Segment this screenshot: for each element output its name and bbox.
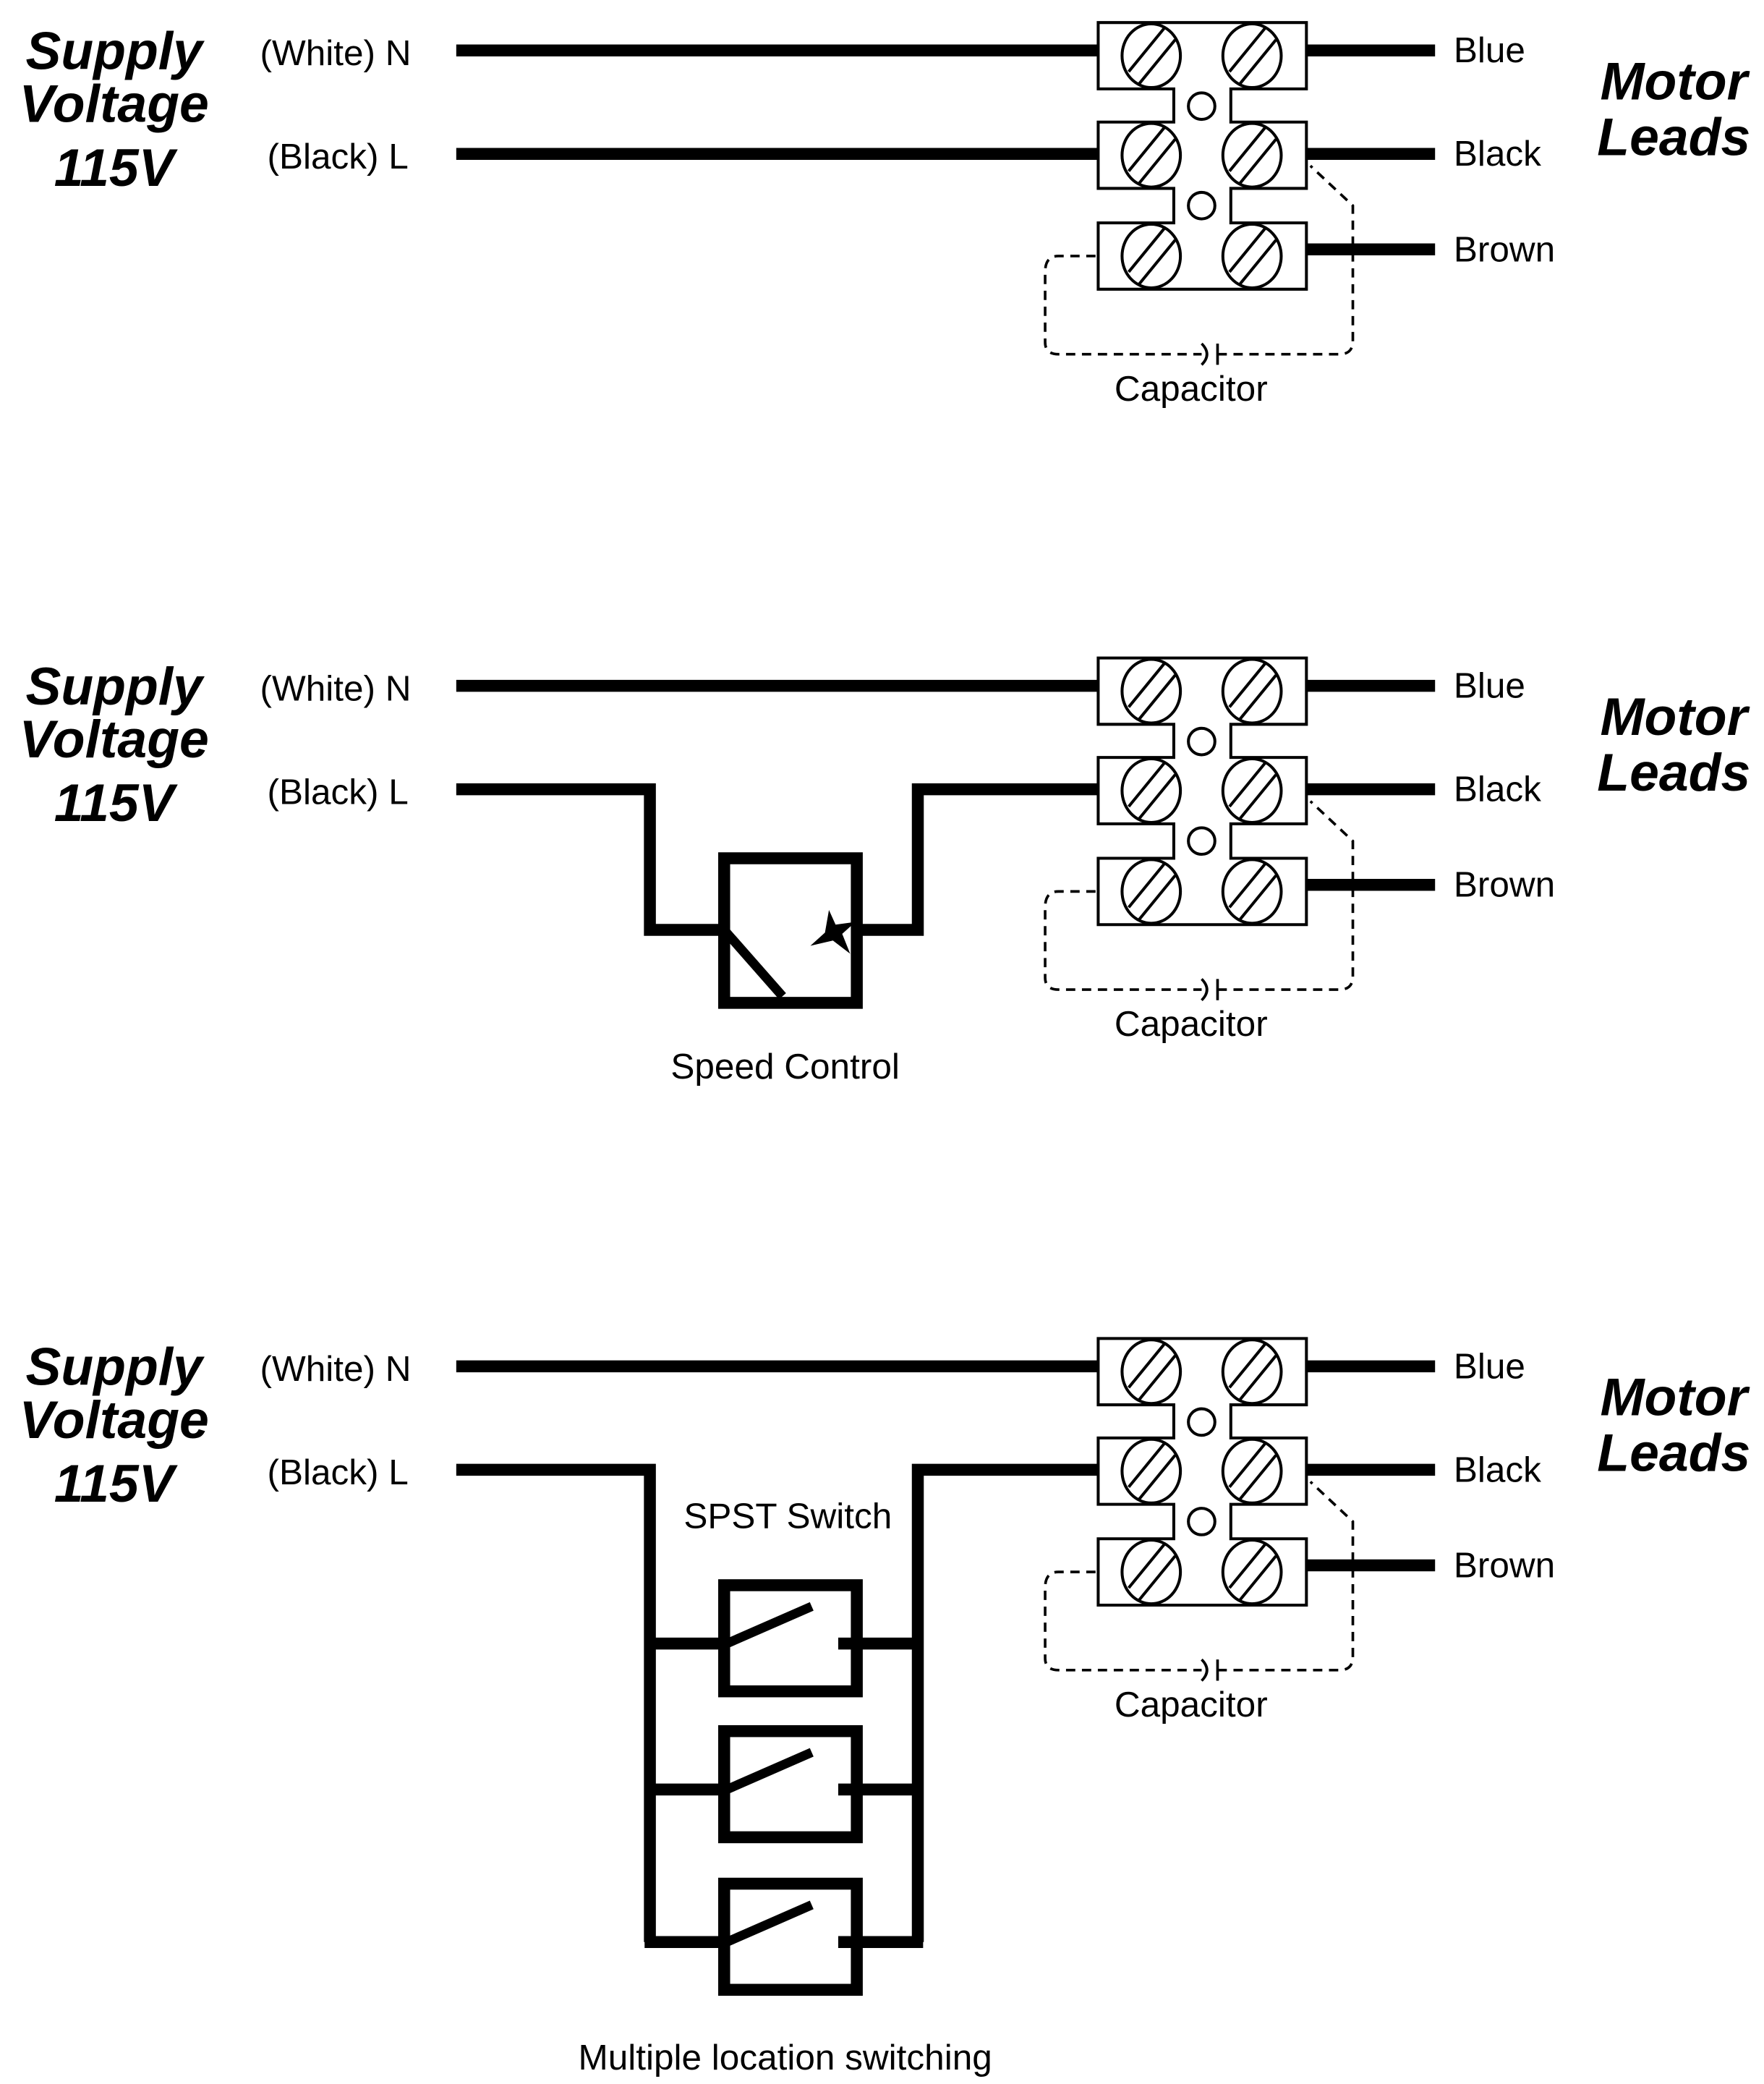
capacitor-label: Capacitor bbox=[1115, 1685, 1268, 1724]
switch-blade bbox=[725, 1602, 814, 1649]
speed-control bbox=[718, 852, 863, 1009]
capacitor-lead-left bbox=[1044, 255, 1202, 356]
motor-lead-label: Black bbox=[1454, 770, 1541, 809]
capacitor-lead-right bbox=[1217, 164, 1355, 356]
motor-title-line: Leads bbox=[1597, 743, 1750, 802]
supply-title-line: Supply bbox=[25, 1337, 205, 1397]
terminal-screw-icon bbox=[1221, 22, 1283, 90]
line-wire-out bbox=[911, 1463, 1099, 1942]
capacitor bbox=[1044, 164, 1355, 366]
speed-control-contact-star-icon bbox=[810, 910, 856, 954]
line-wire-label: (Black) L bbox=[268, 137, 409, 176]
neutral-wire-label: (White) N bbox=[260, 33, 411, 73]
terminal-screw-icon bbox=[1221, 858, 1283, 925]
capacitor-lead-left bbox=[1044, 1570, 1202, 1672]
terminal-screw-icon bbox=[1120, 1539, 1183, 1606]
motor-title-line: Motor bbox=[1600, 1368, 1750, 1427]
motor-lead-label: Black bbox=[1454, 1450, 1541, 1489]
motor-lead-label: Blue bbox=[1454, 666, 1525, 706]
terminal-block bbox=[1096, 656, 1308, 927]
terminal-block bbox=[1096, 1337, 1308, 1607]
mounting-hole bbox=[1187, 726, 1217, 757]
supply-title-line: Voltage bbox=[20, 1390, 209, 1450]
motor-title-line: Leads bbox=[1597, 1424, 1750, 1483]
terminal-screw-icon bbox=[1120, 757, 1183, 825]
line-wire-in bbox=[456, 1463, 656, 1942]
mounting-hole bbox=[1187, 1507, 1217, 1536]
terminal-screw-icon bbox=[1120, 858, 1183, 925]
terminal-screw-icon bbox=[1120, 1437, 1183, 1505]
line-wire-label: (Black) L bbox=[268, 1453, 409, 1492]
capacitor bbox=[1044, 1481, 1355, 1682]
capacitor-lead-left bbox=[1044, 890, 1202, 991]
terminal-screw-icon bbox=[1120, 658, 1183, 725]
mounting-hole bbox=[1187, 91, 1217, 122]
capacitor-plate-curved bbox=[1201, 978, 1209, 1002]
capacitor-plate-curved bbox=[1201, 1658, 1209, 1682]
mounting-hole bbox=[1187, 826, 1217, 856]
capacitor bbox=[1044, 800, 1355, 1002]
supply-title-line: Supply bbox=[25, 21, 205, 80]
terminal-screw-icon bbox=[1221, 1539, 1283, 1606]
supply-title-line: Supply bbox=[25, 657, 205, 716]
mounting-hole bbox=[1187, 1407, 1217, 1437]
spst-switch bbox=[644, 1877, 924, 1996]
terminal-screw-icon bbox=[1221, 1437, 1283, 1505]
motor-lead-label: Black bbox=[1454, 134, 1541, 174]
motor-lead-label: Brown bbox=[1454, 229, 1555, 269]
speed-control-label: Speed Control bbox=[670, 1047, 899, 1086]
mounting-hole bbox=[1187, 190, 1217, 221]
terminal-screw-icon bbox=[1120, 1338, 1183, 1405]
supply-voltage-value: 115V bbox=[54, 773, 179, 833]
motor-lead-label: Brown bbox=[1454, 865, 1555, 905]
multiple-location-switching-label: Multiple location switching bbox=[578, 2038, 992, 2077]
neutral-wire-label: (White) N bbox=[260, 668, 411, 708]
line-wire-out bbox=[853, 783, 1099, 936]
capacitor-label: Capacitor bbox=[1115, 369, 1268, 409]
capacitor-plate-curved bbox=[1201, 342, 1209, 366]
speed-control-wiper bbox=[720, 927, 786, 1000]
line-wire-in bbox=[456, 783, 725, 936]
capacitor-lead-right bbox=[1217, 1481, 1355, 1672]
switch-blade bbox=[725, 1900, 814, 1947]
terminal-screw-icon bbox=[1120, 222, 1183, 289]
terminal-screw-icon bbox=[1221, 757, 1283, 825]
terminal-screw-icon bbox=[1221, 658, 1283, 725]
terminal-screw-icon bbox=[1221, 122, 1283, 189]
spst-switch-label: SPST Switch bbox=[683, 1497, 892, 1536]
motor-lead-label: Brown bbox=[1454, 1545, 1555, 1585]
motor-lead-label: Blue bbox=[1454, 30, 1525, 70]
terminal-block bbox=[1096, 21, 1308, 291]
spst-switch bbox=[644, 1724, 924, 1844]
motor-title-line: Motor bbox=[1600, 687, 1750, 747]
supply-voltage-value: 115V bbox=[54, 1454, 179, 1513]
spst-switch bbox=[644, 1579, 924, 1698]
terminal-screw-icon bbox=[1120, 122, 1183, 189]
terminal-screw-icon bbox=[1221, 1338, 1283, 1405]
supply-title-line: Voltage bbox=[20, 710, 209, 769]
supply-title-line: Voltage bbox=[20, 75, 209, 134]
switch-blade bbox=[725, 1748, 814, 1794]
supply-voltage-value: 115V bbox=[54, 138, 179, 197]
neutral-wire-label: (White) N bbox=[260, 1349, 411, 1389]
terminal-screw-icon bbox=[1120, 22, 1183, 90]
motor-title-line: Motor bbox=[1600, 52, 1750, 111]
line-wire-label: (Black) L bbox=[268, 772, 409, 812]
motor-title-line: Leads bbox=[1597, 108, 1750, 167]
motor-lead-label: Blue bbox=[1454, 1346, 1525, 1386]
capacitor-label: Capacitor bbox=[1115, 1004, 1268, 1044]
terminal-screw-icon bbox=[1221, 222, 1283, 289]
capacitor-lead-right bbox=[1217, 800, 1355, 991]
